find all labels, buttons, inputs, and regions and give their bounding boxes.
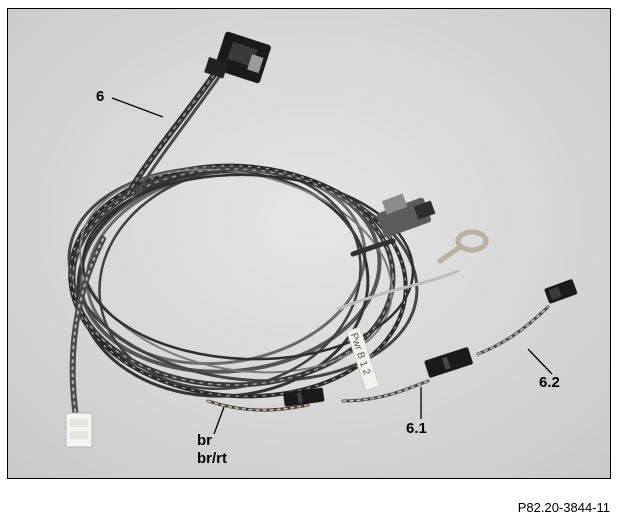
leader-lines [111,97,553,435]
wiring-harness-photo: Pwr B 1 2 [7,8,611,479]
harness-coil [67,163,419,399]
grey-connector [376,193,436,238]
top-connector [204,31,271,84]
harness-lead-right [336,238,460,311]
harness-lead-left [69,236,106,420]
harness-lead-top [125,66,224,201]
inline-connector-left [283,387,325,407]
lower-branch [206,305,550,412]
callout-wire-color-br: br [197,432,212,449]
callout-connector-6-2: 6.2 [539,374,560,391]
inline-connector-6-1 [424,347,473,378]
figure-reference: P82.20-3844-11 [517,500,610,515]
ring-terminal [437,229,489,264]
callout-harness-6: 6 [96,88,105,105]
callout-connector-6-1: 6.1 [406,420,427,437]
white-connector [65,412,93,448]
end-connector-6-2 [544,279,578,304]
callout-wire-color-br-rt: br/rt [197,450,227,467]
